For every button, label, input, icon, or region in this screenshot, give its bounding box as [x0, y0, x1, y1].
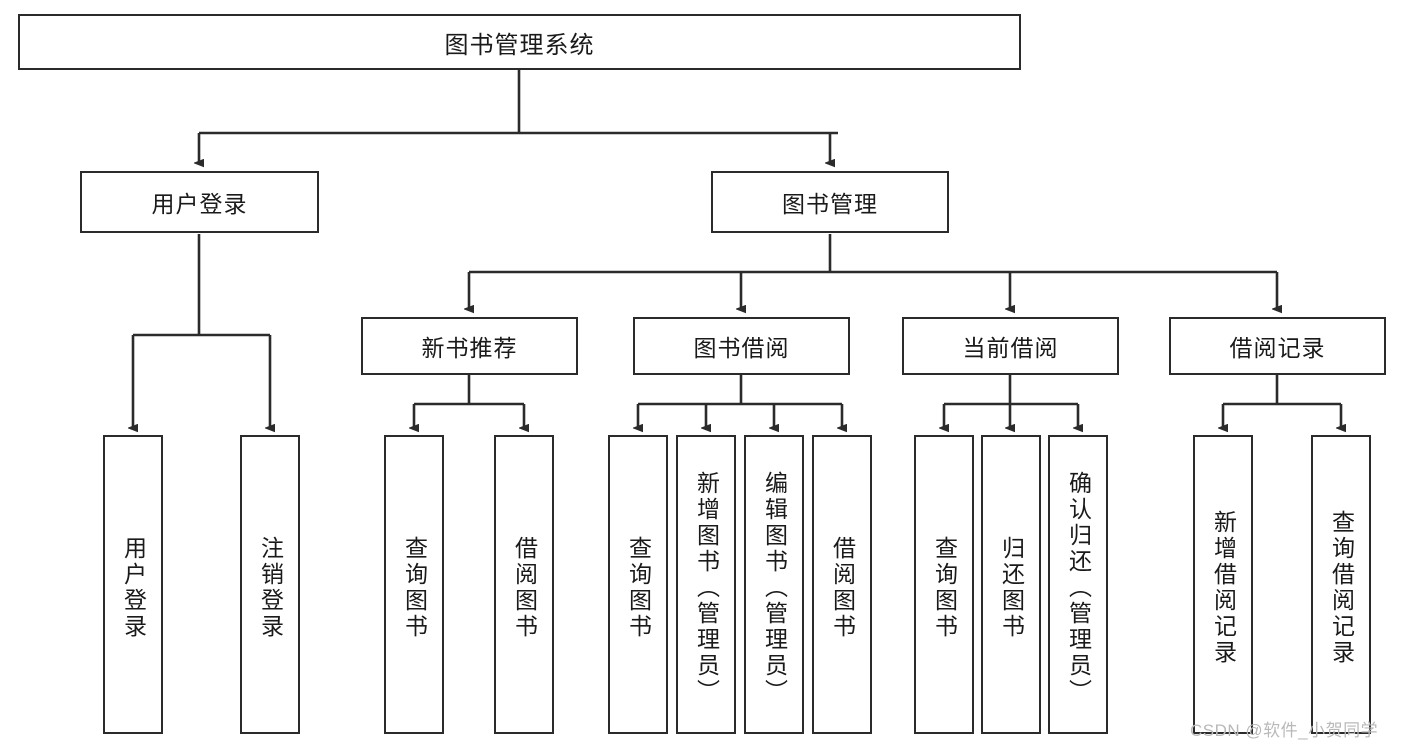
node-borrow-records-label: 借阅记录 [1229, 335, 1326, 361]
leaf-current-borrow-0-label: 查询图书 [931, 535, 958, 640]
leaf-current-borrow-2[interactable]: 确认归还（管理员） [1048, 435, 1108, 734]
node-borrow-records[interactable]: 借阅记录 [1169, 317, 1386, 375]
node-current-borrow-label: 当前借阅 [962, 335, 1059, 361]
node-book-borrow[interactable]: 图书借阅 [633, 317, 850, 375]
leaf-book-borrow-3-label: 借阅图书 [829, 535, 856, 640]
leaf-current-borrow-0[interactable]: 查询图书 [914, 435, 974, 734]
node-current-borrow[interactable]: 当前借阅 [902, 317, 1119, 375]
leaf-book-borrow-2[interactable]: 编辑图书（管理员） [744, 435, 804, 734]
leaf-new-book-1[interactable]: 借阅图书 [494, 435, 554, 734]
node-user-login-label: 用户登录 [151, 191, 248, 217]
leaf-current-borrow-1[interactable]: 归还图书 [981, 435, 1041, 734]
leaf-new-book-0-label: 查询图书 [401, 535, 428, 640]
leaf-borrow-records-0[interactable]: 新增借阅记录 [1193, 435, 1253, 734]
leaf-user-login-0[interactable]: 用户登录 [103, 435, 163, 734]
node-root-label: 图书管理系统 [444, 31, 595, 59]
node-user-login[interactable]: 用户登录 [80, 171, 319, 233]
node-new-book-recommend[interactable]: 新书推荐 [361, 317, 578, 375]
node-book-borrow-label: 图书借阅 [693, 335, 790, 361]
leaf-new-book-1-label: 借阅图书 [511, 535, 538, 640]
node-book-management[interactable]: 图书管理 [711, 171, 949, 233]
leaf-current-borrow-2-label: 确认归还（管理员） [1065, 470, 1092, 705]
leaf-book-borrow-2-label: 编辑图书（管理员） [761, 470, 788, 705]
node-new-book-recommend-label: 新书推荐 [421, 335, 518, 361]
leaf-current-borrow-1-label: 归还图书 [998, 535, 1025, 640]
leaf-book-borrow-0[interactable]: 查询图书 [608, 435, 668, 734]
leaf-user-login-1-label: 注销登录 [257, 535, 284, 640]
leaf-user-login-1[interactable]: 注销登录 [240, 435, 300, 734]
node-root[interactable]: 图书管理系统 [18, 14, 1021, 70]
leaf-book-borrow-1-label: 新增图书（管理员） [693, 470, 720, 705]
leaf-borrow-records-0-label: 新增借阅记录 [1210, 509, 1237, 666]
node-book-management-label: 图书管理 [782, 191, 878, 217]
leaf-user-login-0-label: 用户登录 [120, 535, 147, 640]
leaf-new-book-0[interactable]: 查询图书 [384, 435, 444, 734]
leaf-book-borrow-0-label: 查询图书 [625, 535, 652, 640]
leaf-book-borrow-3[interactable]: 借阅图书 [812, 435, 872, 734]
leaf-borrow-records-1[interactable]: 查询借阅记录 [1311, 435, 1371, 734]
leaf-borrow-records-1-label: 查询借阅记录 [1328, 509, 1355, 666]
leaf-book-borrow-1[interactable]: 新增图书（管理员） [676, 435, 736, 734]
